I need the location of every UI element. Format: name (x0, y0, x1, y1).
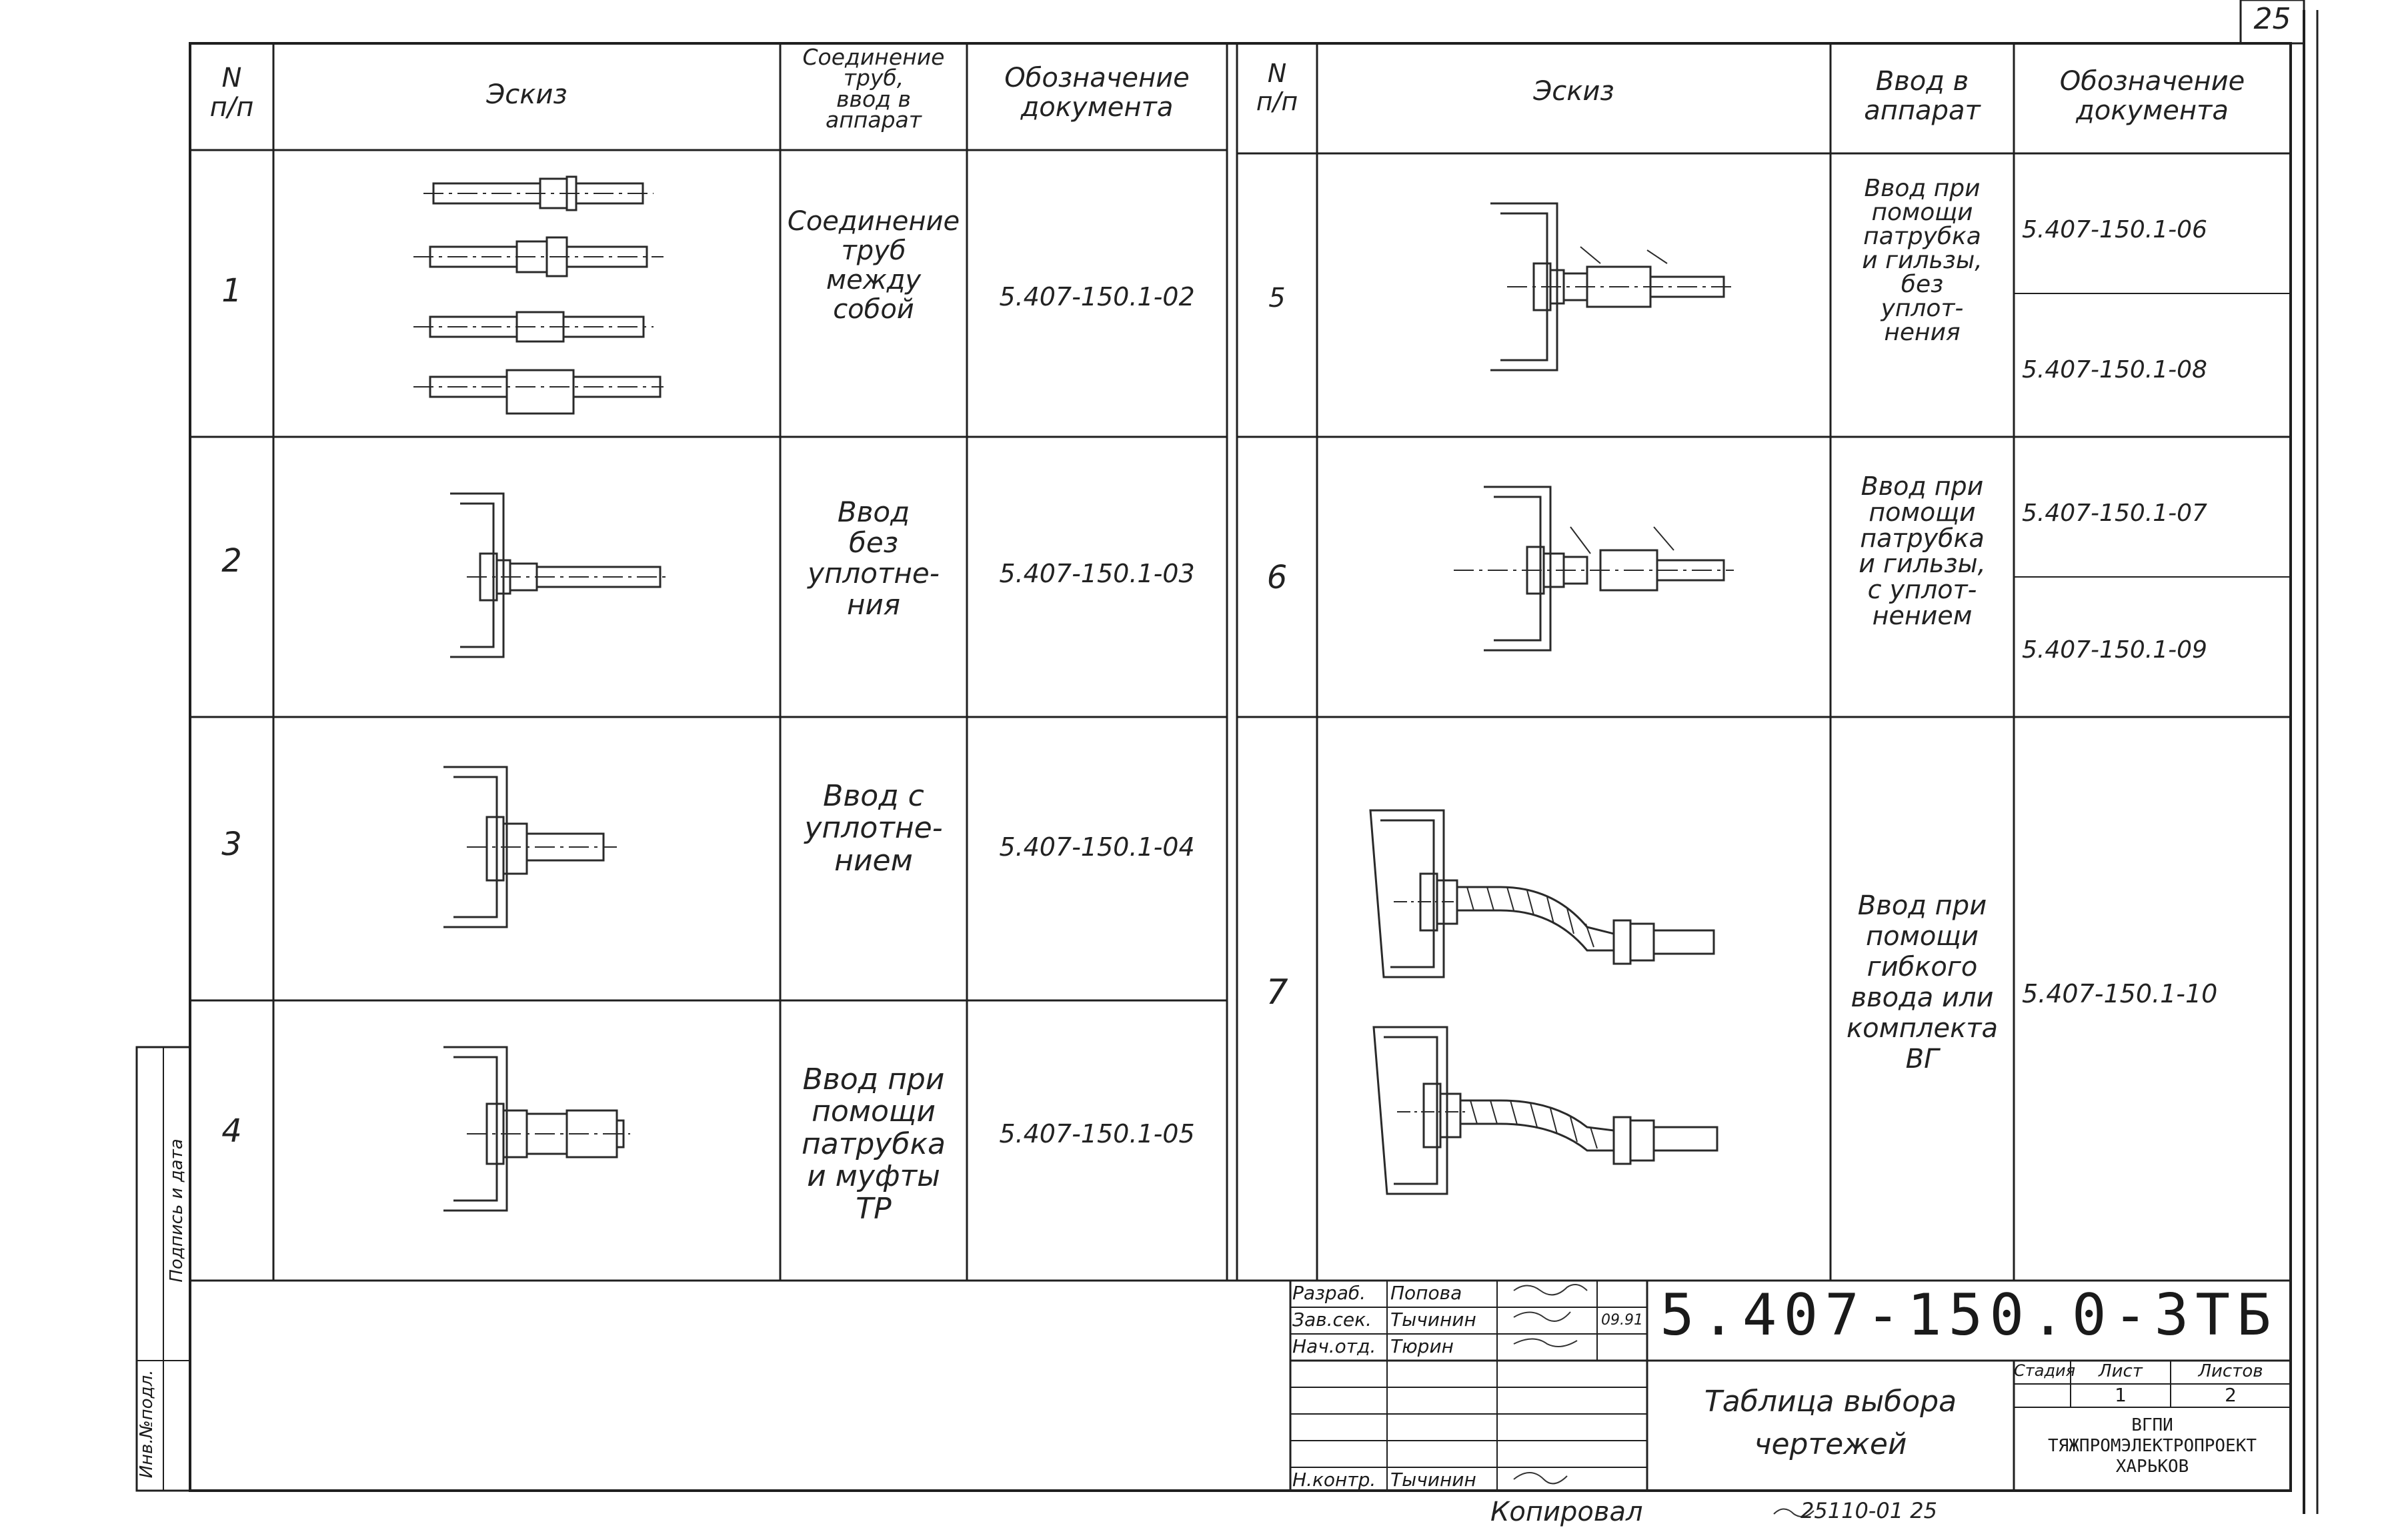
side-stamp-label-sign: Подпись и дата (167, 1138, 187, 1283)
right-header-type: Ввод в аппарат (1864, 66, 1981, 126)
row-7-doc-1: 5.407-150.1-10 (2022, 979, 2218, 1008)
stage-label: Стадия (2014, 1361, 2076, 1380)
row-4-num: 4 (221, 1112, 242, 1150)
sheets-label: Листов (2198, 1361, 2263, 1381)
sketch-entry-nozzle-coupling (443, 1046, 630, 1212)
row-5-type: Ввод при помощи патрубка и гильзы, без у… (1862, 175, 1983, 346)
row-5-doc-2: 5.407-150.1-08 (2022, 356, 2207, 384)
row-1-doc: 5.407-150.1-02 (999, 282, 1195, 311)
role-3: Нач.отд. (1292, 1335, 1376, 1357)
row-1-num: 1 (221, 272, 242, 309)
side-stamp-label-inv: Инв.№подл. (137, 1369, 157, 1479)
name-4: Тычинин (1390, 1469, 1476, 1491)
sketch-pipe-coupling (413, 175, 664, 415)
name-3: Тюрин (1390, 1335, 1454, 1357)
sketch-flexible-entry-2 (1372, 1026, 1718, 1195)
row-2-type: Ввод без уплотне- ния (808, 496, 940, 621)
right-header-doc: Обозначение документа (2059, 66, 2245, 126)
sketch-entry-nozzle-sleeve (1490, 202, 1734, 371)
page-number: 25 (2253, 2, 2291, 36)
document-designation: 5.407-150.0-3ТБ (1660, 1282, 2278, 1349)
row-3-type: Ввод с уплотне- нием (804, 779, 943, 878)
footer-order: 25110-01 25 (1800, 1498, 1937, 1523)
row-6-type: Ввод при помощи патрубка и гильзы, с упл… (1859, 472, 1986, 630)
name-1: Попова (1390, 1282, 1462, 1304)
sketch-entry-with-seal (443, 766, 617, 928)
role-2: Зав.сек. (1292, 1309, 1372, 1331)
row-2-num: 2 (221, 542, 242, 580)
row-2-doc: 5.407-150.1-03 (999, 559, 1195, 588)
left-header-doc: Обозначение документа (1004, 63, 1190, 123)
row-7-num: 7 (1266, 972, 1288, 1012)
role-4: Н.контр. (1292, 1469, 1376, 1491)
row-6-num: 6 (1266, 559, 1288, 596)
row-4-type: Ввод при помощи патрубка и муфты ТР (801, 1062, 946, 1226)
row-4-doc: 5.407-150.1-05 (999, 1119, 1195, 1148)
row-6-doc-2: 5.407-150.1-09 (2022, 636, 2207, 664)
row-5-num: 5 (1268, 283, 1286, 313)
sheets-value: 2 (2225, 1384, 2237, 1406)
left-header-sketch: Эскиз (486, 79, 567, 110)
left-header-num: N п/п (209, 63, 254, 123)
left-header-type: Соединение труб, ввод в аппарат (802, 44, 945, 133)
footer-copied: Копировал (1490, 1497, 1643, 1527)
sketch-entry-no-seal (450, 492, 667, 658)
right-header-sketch: Эскиз (1533, 76, 1614, 107)
row-6-doc-1: 5.407-150.1-07 (2022, 500, 2207, 527)
sign-date: 09.91 (1601, 1312, 1643, 1329)
right-header-num: N п/п (1256, 59, 1298, 116)
sketch-flexible-entry-1 (1369, 809, 1715, 978)
sketch-entry-nozzle-sleeve-seal (1454, 486, 1734, 652)
row-7-type: Ввод при помощи гибкого ввода или компле… (1846, 890, 1999, 1074)
document-title: Таблица выбора чертежей (1704, 1385, 1957, 1461)
name-2: Тычинин (1390, 1309, 1476, 1331)
row-5-doc-1: 5.407-150.1-06 (2022, 216, 2207, 243)
organization: ВГПИ ТЯЖПРОМЭЛЕКТРОПРОЕКТ ХАРЬКОВ (2047, 1415, 2257, 1477)
row-3-doc: 5.407-150.1-04 (999, 832, 1195, 862)
sheet-label: Лист (2099, 1361, 2143, 1381)
sheet-value: 1 (2115, 1384, 2127, 1406)
row-1-type: Соединение труб между собой (787, 206, 960, 325)
row-3-num: 3 (221, 826, 242, 863)
role-1: Разраб. (1292, 1282, 1366, 1304)
